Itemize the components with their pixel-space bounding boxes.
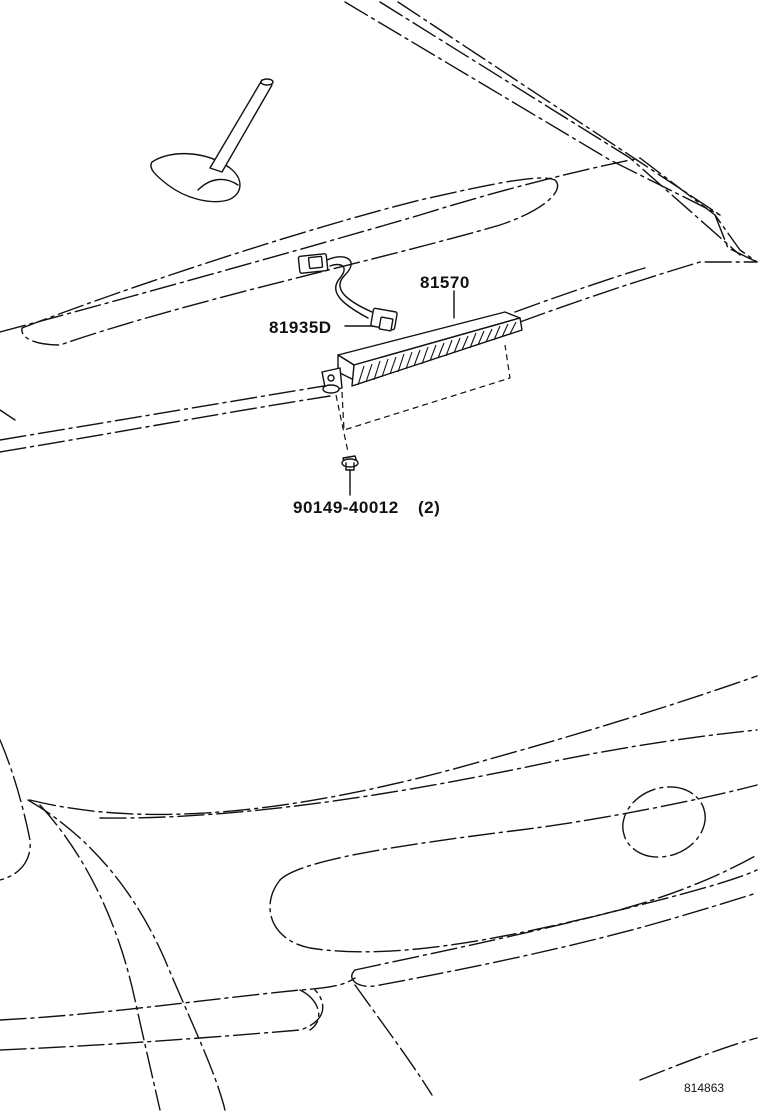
- part-number-81570: 81570: [420, 273, 470, 292]
- figure-id: 814863: [684, 1081, 724, 1095]
- body-outline: [0, 1, 758, 453]
- part-number-81935D: 81935D: [269, 318, 332, 337]
- leader-lines: [344, 290, 455, 496]
- stop-lamp-assembly: [321, 311, 523, 453]
- screw: [341, 455, 359, 471]
- lens-hatching: [357, 321, 517, 386]
- part-number-90149-40012: 90149-40012: [293, 498, 399, 517]
- wire-harness: [297, 253, 398, 332]
- trunk-outline: [0, 675, 758, 1111]
- antenna: [150, 78, 274, 203]
- part-quantity-90149-40012: (2): [418, 498, 440, 517]
